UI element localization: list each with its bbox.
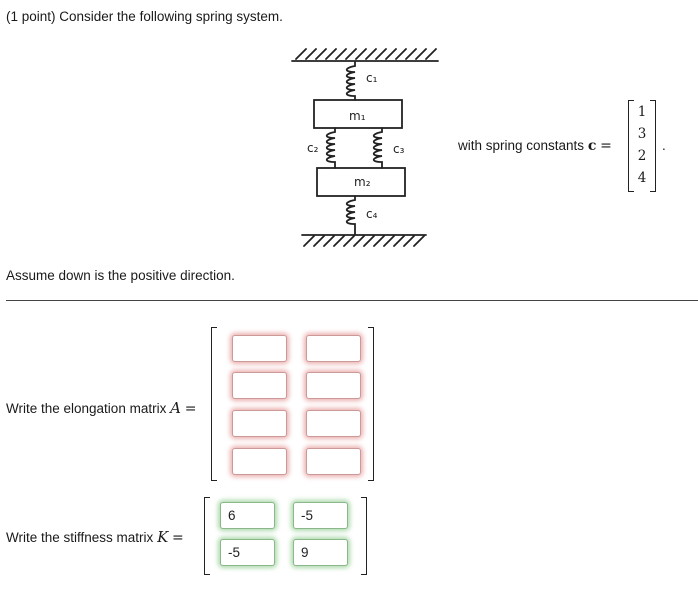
vector-right-bracket xyxy=(650,100,656,192)
elongation-equals: = xyxy=(184,401,197,417)
matrix-k-left-bracket xyxy=(204,497,210,575)
ceiling-hatch xyxy=(295,48,437,60)
stiffness-entry-r1c2[interactable] xyxy=(293,502,348,529)
stiffness-symbol: K xyxy=(157,528,169,546)
spring-c3 xyxy=(372,127,383,169)
spring-c2 xyxy=(325,127,336,169)
vector-entry-2: 3 xyxy=(637,126,647,142)
assume-direction-text: Assume down is the positive direction. xyxy=(6,268,235,283)
vector-entry-3: 2 xyxy=(637,148,647,164)
spring-constants-equals: = xyxy=(600,138,612,154)
mass-m2 xyxy=(316,167,406,197)
label-c3: c₃ xyxy=(393,142,405,156)
matrix-a-right-bracket xyxy=(368,327,374,481)
stiffness-matrix-label: Write the stiffness matrix K = xyxy=(6,528,184,546)
spring-c4 xyxy=(345,195,356,235)
spring-constants-text: with spring constants c = xyxy=(458,138,612,154)
matrix-a-left-bracket xyxy=(211,327,217,481)
elongation-entry-r4c2[interactable] xyxy=(306,448,361,475)
matrix-k-right-bracket xyxy=(361,497,367,575)
stiffness-equals: = xyxy=(172,530,184,546)
elongation-symbol: A xyxy=(170,399,181,417)
elongation-entry-r2c1[interactable] xyxy=(232,372,287,399)
vector-entry-4: 4 xyxy=(637,170,647,186)
label-c2: c₂ xyxy=(307,141,319,155)
elongation-matrix-label: Write the elongation matrix A = xyxy=(6,399,196,417)
vector-end-punct: . xyxy=(662,138,666,153)
spring-c1 xyxy=(345,61,356,101)
vector-entry-1: 1 xyxy=(637,104,647,120)
problem-header: (1 point) Consider the following spring … xyxy=(6,9,283,24)
label-c4: c₄ xyxy=(366,207,378,221)
label-m1: m₁ xyxy=(349,109,366,123)
label-c1: c₁ xyxy=(366,71,378,85)
elongation-entry-r1c1[interactable] xyxy=(232,335,287,362)
stiffness-entry-r1c1[interactable] xyxy=(220,502,275,529)
elongation-entry-r2c2[interactable] xyxy=(306,372,361,399)
spring-constants-label: with spring constants xyxy=(458,138,585,153)
elongation-entry-r4c1[interactable] xyxy=(232,448,287,475)
stiffness-entry-r2c1[interactable] xyxy=(220,539,275,566)
section-divider xyxy=(6,300,698,301)
label-m2: m₂ xyxy=(354,175,371,189)
floor-hatch xyxy=(303,235,425,247)
stiffness-entry-r2c2[interactable] xyxy=(293,539,348,566)
mass-m1 xyxy=(313,99,403,129)
elongation-entry-r1c2[interactable] xyxy=(306,335,361,362)
spring-constants-vector: 1 3 2 4 xyxy=(628,100,656,192)
elongation-label-text: Write the elongation matrix xyxy=(6,401,167,416)
elongation-entry-r3c2[interactable] xyxy=(306,410,361,437)
spring-system-figure: c₁ m₁ c₂ c₃ m₂ c₄ xyxy=(280,42,454,250)
vector-left-bracket xyxy=(628,100,634,192)
stiffness-label-text: Write the stiffness matrix xyxy=(6,530,154,545)
spring-constants-symbol: c xyxy=(587,138,597,154)
vector-entries: 1 3 2 4 xyxy=(628,101,656,189)
elongation-entry-r3c1[interactable] xyxy=(232,410,287,437)
